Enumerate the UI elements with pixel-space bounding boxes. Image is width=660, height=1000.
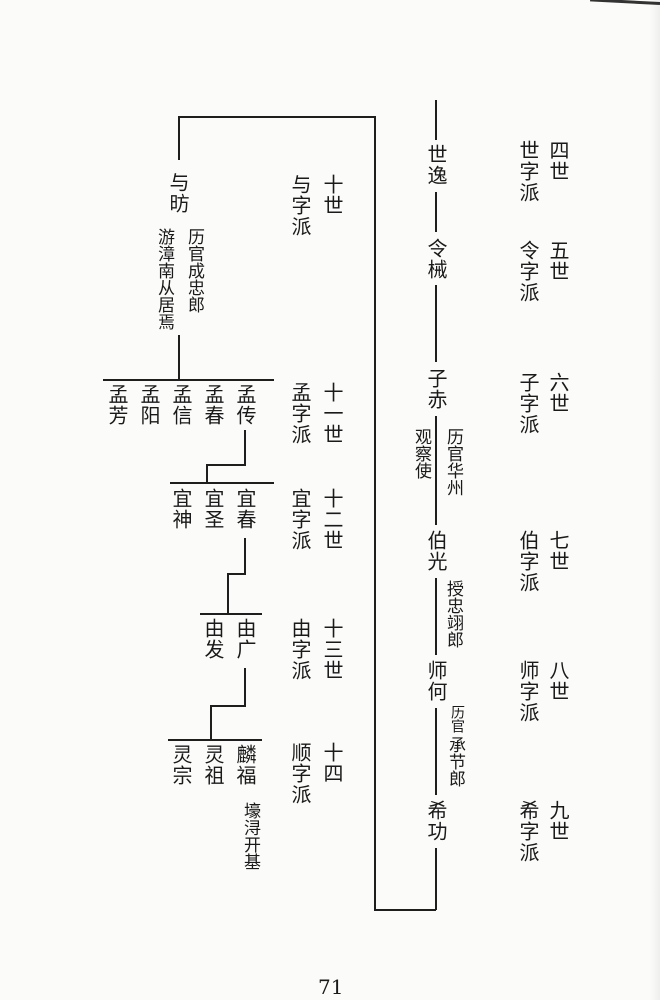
generation-label: 九世 xyxy=(546,800,570,842)
generation-label: 六世 xyxy=(546,372,570,414)
person-name: 宜圣 xyxy=(201,488,225,530)
branch-label: 与字派 xyxy=(288,174,312,237)
office-note: 壕浔开基 xyxy=(240,802,260,870)
branch-label: 宜字派 xyxy=(288,488,312,551)
person-name: 世逸 xyxy=(424,144,448,186)
generation-label: 七世 xyxy=(546,530,570,572)
person-name: 孟阳 xyxy=(137,384,161,426)
person-name: 孟春 xyxy=(201,384,225,426)
office-note: 承节郎 xyxy=(445,736,465,787)
person-name: 由发 xyxy=(201,618,225,660)
connector-line xyxy=(227,538,246,614)
office-note: 授忠翊郎 xyxy=(443,580,463,648)
connector-line xyxy=(206,430,246,483)
generation-label: 十二世 xyxy=(320,488,344,551)
branch-label: 顺字派 xyxy=(288,742,312,805)
branch-label: 世字派 xyxy=(516,140,540,203)
office-note: 观察使 xyxy=(411,428,431,479)
person-name: 宜神 xyxy=(169,488,193,530)
connector-line xyxy=(178,116,436,911)
office-note: 历官华州 xyxy=(443,428,463,496)
person-name: 孟信 xyxy=(169,384,193,426)
branch-label: 希字派 xyxy=(516,800,540,863)
person-name: 孟芳 xyxy=(105,384,129,426)
person-name: 师何 xyxy=(424,660,448,702)
page-edge-shadow xyxy=(650,0,660,1000)
person-name: 令械 xyxy=(424,238,448,280)
generation-label: 十一世 xyxy=(320,382,344,445)
person-name: 灵宗 xyxy=(169,744,193,786)
generation-label: 四世 xyxy=(546,140,570,182)
page-number: 71 xyxy=(318,975,344,999)
person-name: 灵祖 xyxy=(201,744,225,786)
branch-label: 师字派 xyxy=(516,660,540,723)
generation-label: 八世 xyxy=(546,660,570,702)
branch-label: 由字派 xyxy=(288,618,312,681)
generation-label: 十世 xyxy=(320,174,344,216)
office-note: 历官成忠郎 xyxy=(184,228,204,313)
person-name: 希功 xyxy=(424,800,448,842)
person-name: 由广 xyxy=(233,618,257,660)
person-name: 孟传 xyxy=(233,384,257,426)
person-name: 与昉 xyxy=(166,172,190,214)
person-name: 子赤 xyxy=(424,368,448,410)
person-name: 宜春 xyxy=(233,488,257,530)
branch-label: 伯字派 xyxy=(516,530,540,593)
branch-label: 子字派 xyxy=(516,372,540,435)
office-note: 历官 xyxy=(449,705,465,733)
branch-label: 孟字派 xyxy=(288,382,312,445)
branch-label: 令字派 xyxy=(516,240,540,303)
person-name: 伯光 xyxy=(424,530,448,572)
connector-line xyxy=(210,668,246,740)
generation-label: 十三世 xyxy=(320,618,344,681)
generation-label: 五世 xyxy=(546,240,570,282)
generation-label: 十四 xyxy=(320,742,344,784)
office-note: 游漳南从居焉 xyxy=(154,228,174,330)
person-name: 麟福 xyxy=(233,744,257,786)
